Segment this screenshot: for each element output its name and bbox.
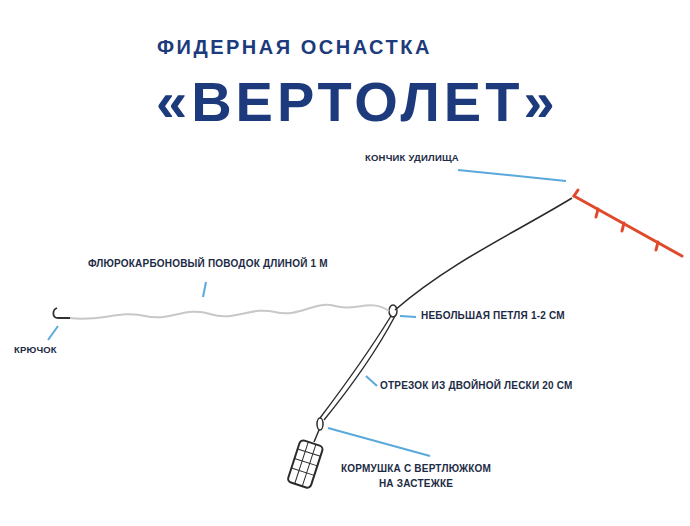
callout-label: КРЮЧОК	[14, 344, 57, 355]
callout-label: ФЛЮРОКАРБОНОВЫЙ ПОВОДОК ДЛИНОЙ 1 М	[88, 258, 328, 269]
title: «ВЕРТОЛЕТ»	[156, 74, 559, 130]
fluoro-leader	[70, 305, 389, 319]
callout-label: НЕБОЛЬШАЯ ПЕТЛЯ 1-2 СМ	[421, 310, 565, 321]
callout-label: КОРМУШКА С ВЕРТЛЮЖКОМ НА ЗАСТЕЖКЕ	[336, 462, 496, 491]
subtitle: ФИДЕРНАЯ ОСНАСТКА	[157, 36, 432, 59]
hook	[53, 308, 70, 318]
leader-lines	[48, 170, 566, 456]
double-line	[320, 316, 391, 418]
main-line	[395, 198, 572, 310]
double-line	[324, 316, 395, 420]
swivel	[317, 418, 323, 430]
callout-label: КОНЧИК УДИЛИЩА	[365, 152, 459, 163]
feeder	[287, 439, 323, 488]
rod-tip	[574, 190, 682, 256]
callout-label: ОТРЕЗОК ИЗ ДВОЙНОЙ ЛЕСКИ 20 СМ	[380, 380, 573, 391]
snap	[314, 430, 319, 442]
line-loop	[389, 305, 397, 317]
